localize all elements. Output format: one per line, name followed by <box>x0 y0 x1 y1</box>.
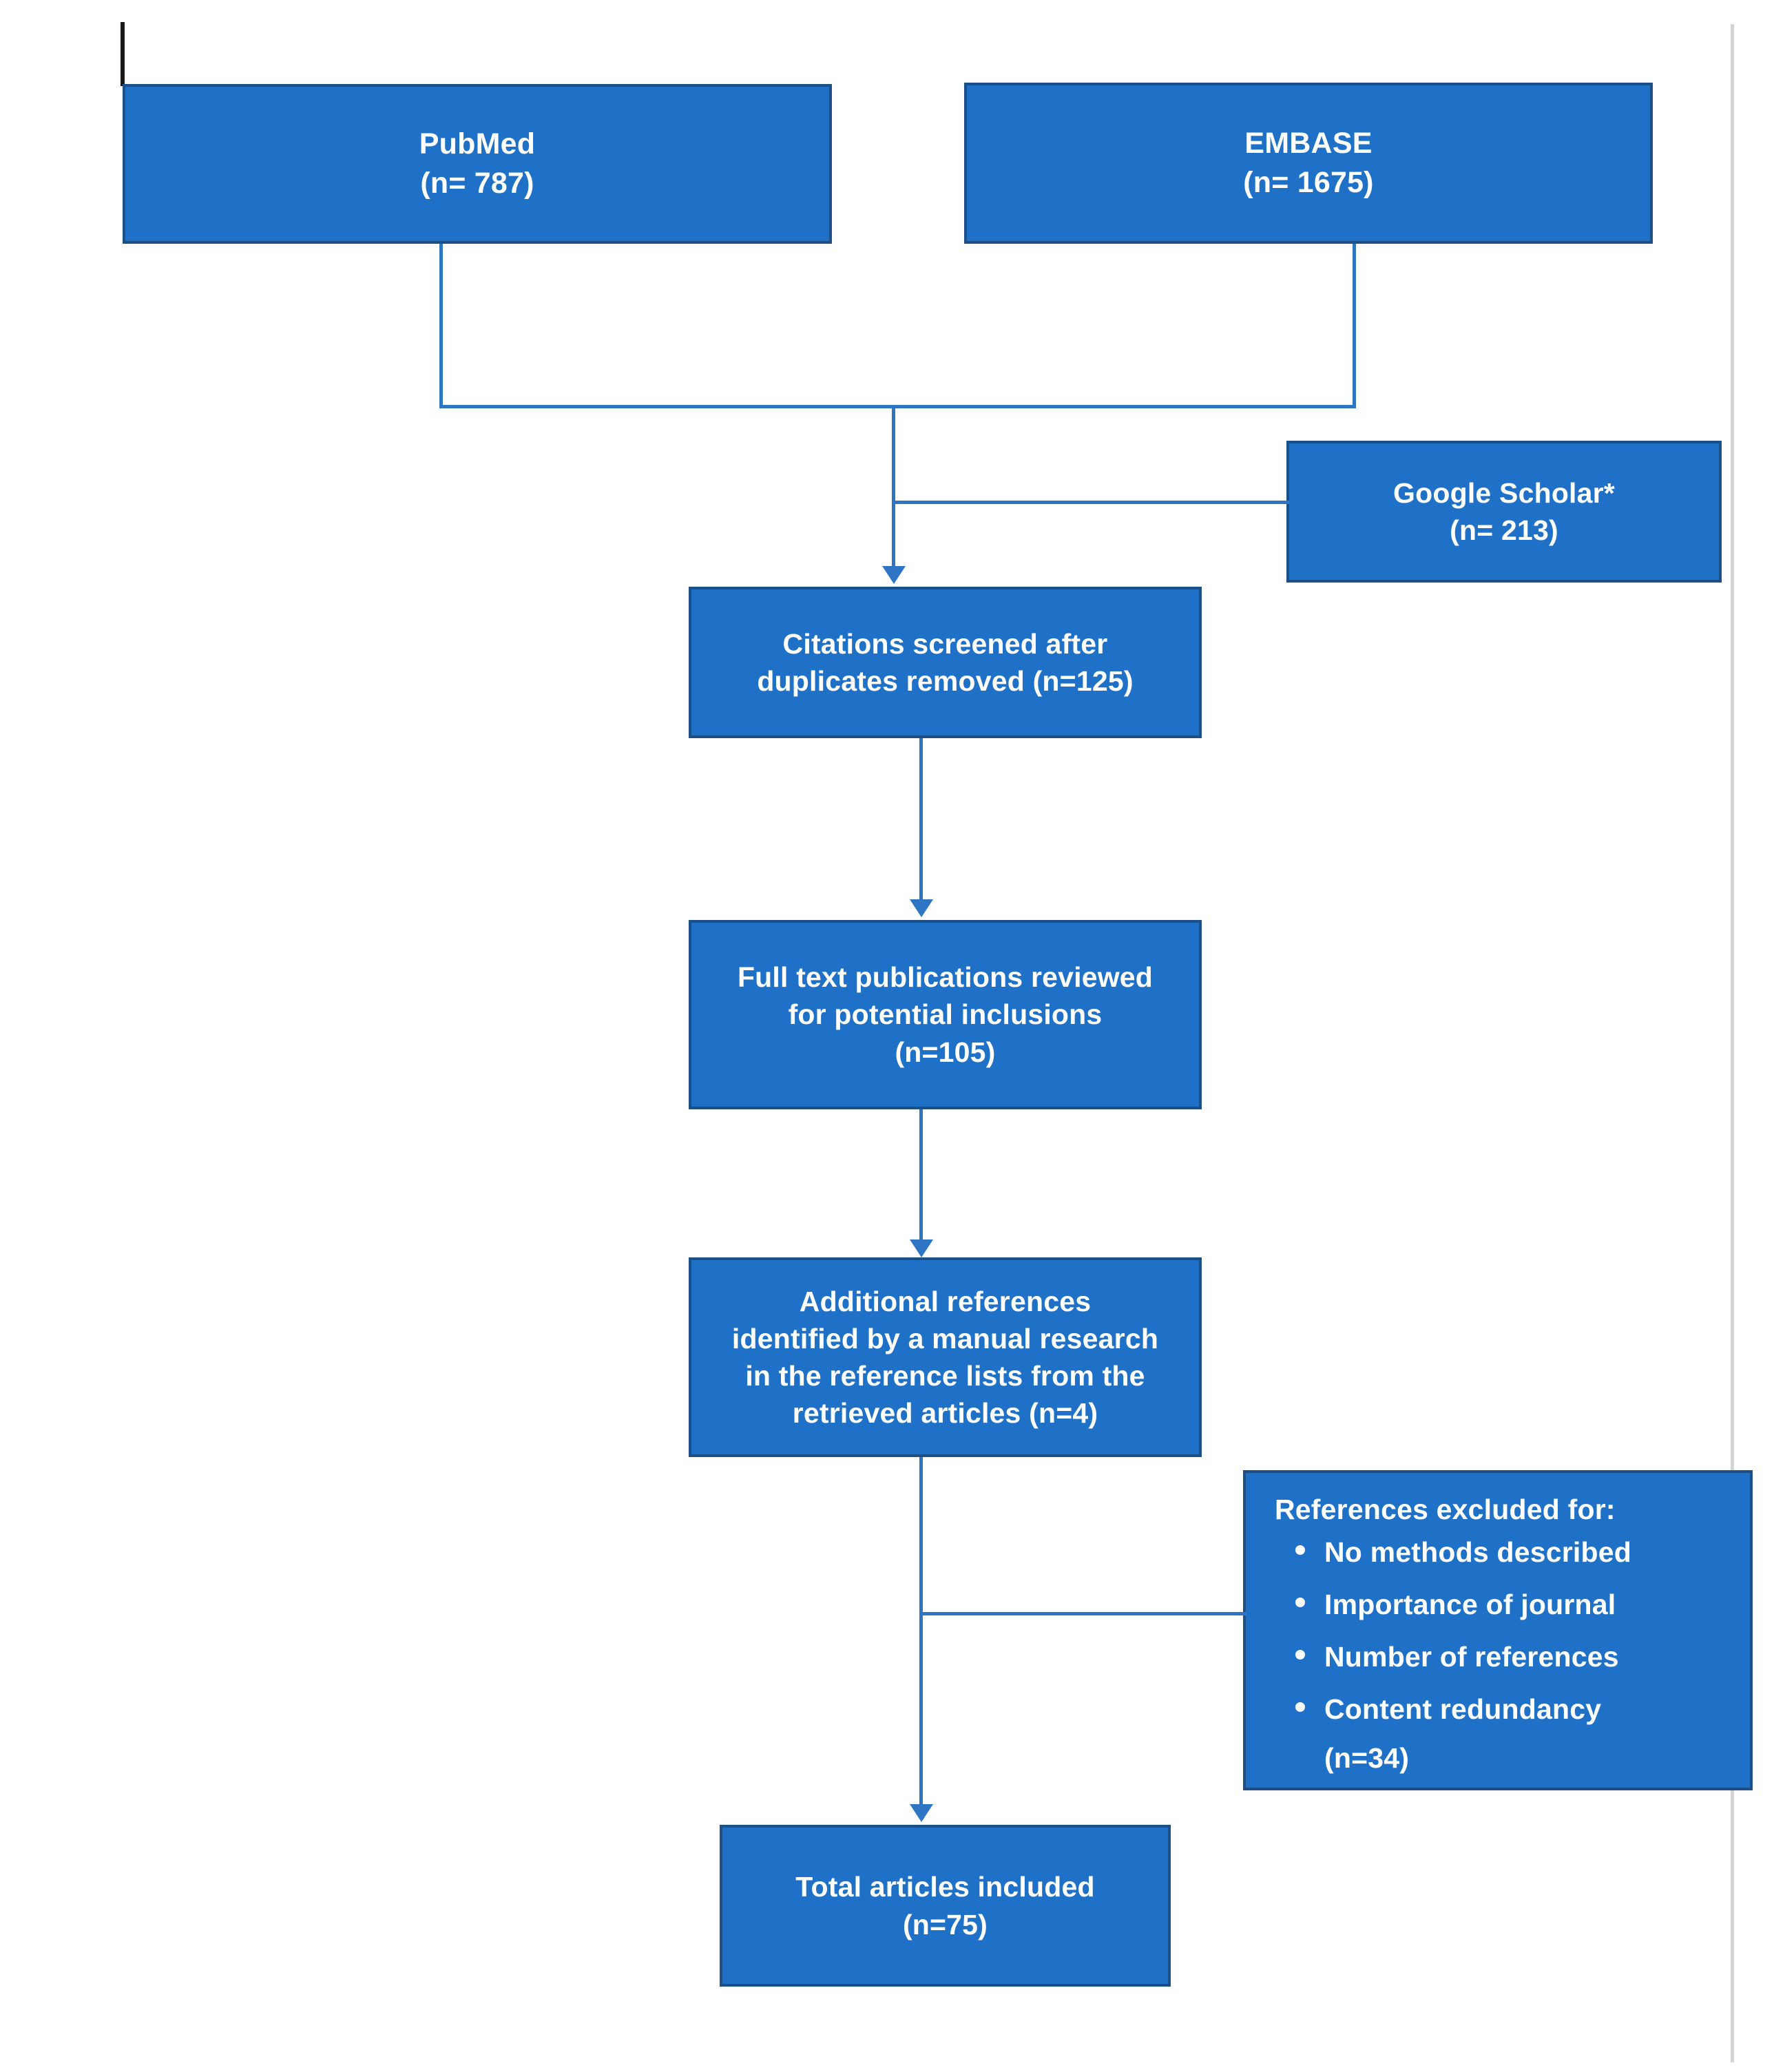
box-embase-line-1: EMBASE <box>1244 127 1373 160</box>
list-item: Number of references <box>1295 1638 1631 1675</box>
box-additional-references[interactable]: Additional references identified by a ma… <box>689 1257 1202 1457</box>
page-margin-rule <box>1731 24 1734 2062</box>
box-pubmed-line-1: PubMed <box>419 127 536 161</box>
box-google-scholar-line-2: (n= 213) <box>1450 514 1558 546</box>
arrow-to-additional <box>910 1239 933 1257</box>
connector-to-screened <box>892 405 895 577</box>
connector-fulltext-to-additional <box>919 1109 923 1250</box>
box-additional-references-line-4: retrieved articles (n=4) <box>792 1397 1098 1430</box>
box-embase[interactable]: EMBASE (n= 1675) <box>964 83 1653 244</box>
box-citations-screened[interactable]: Citations screened after duplicates remo… <box>689 587 1202 738</box>
box-pubmed-line-2: (n= 787) <box>420 167 534 200</box>
connector-excluded-join <box>919 1612 1246 1615</box>
box-additional-references-line-2: identified by a manual research <box>731 1322 1159 1354</box>
box-fulltext-reviewed-line-2: for potential inclusions <box>788 998 1103 1031</box>
references-excluded-count: (n=34) <box>1324 1741 1410 1774</box>
arrow-to-fulltext <box>910 899 933 917</box>
connector-screened-to-fulltext <box>919 738 923 910</box>
box-embase-line-2: (n= 1675) <box>1243 166 1374 199</box>
connector-pubmed-down <box>439 244 443 408</box>
connector-sources-join <box>439 405 1356 408</box>
page-tick-mark <box>121 22 125 86</box>
box-additional-references-line-3: in the reference lists from the <box>745 1360 1145 1392</box>
list-item: Content redundancy <box>1295 1691 1631 1728</box>
box-citations-screened-line-1: Citations screened after <box>782 627 1108 660</box>
box-references-excluded[interactable]: References excluded for: No methods desc… <box>1243 1470 1753 1790</box>
box-fulltext-reviewed-line-3: (n=105) <box>895 1036 996 1068</box>
references-excluded-list: No methods described Importance of journ… <box>1273 1534 1631 1743</box>
box-fulltext-reviewed[interactable]: Full text publications reviewed for pote… <box>689 920 1202 1109</box>
box-total-included-line-2: (n=75) <box>902 1908 988 1940</box>
connector-embase-down <box>1353 244 1356 408</box>
box-pubmed[interactable]: PubMed (n= 787) <box>123 84 832 244</box>
list-item: No methods described <box>1295 1534 1631 1571</box>
box-total-included[interactable]: Total articles included (n=75) <box>720 1825 1171 1987</box>
arrow-to-screened <box>882 566 906 584</box>
arrow-to-total <box>910 1804 933 1822</box>
references-excluded-header: References excluded for: <box>1275 1494 1616 1525</box>
connector-additional-to-total <box>919 1457 923 1812</box>
connector-google-scholar-join <box>892 501 1290 504</box>
box-total-included-line-1: Total articles included <box>795 1871 1095 1903</box>
box-google-scholar-line-1: Google Scholar* <box>1393 477 1615 509</box>
box-fulltext-reviewed-line-1: Full text publications reviewed <box>737 961 1154 994</box>
list-item: Importance of journal <box>1295 1586 1631 1623</box>
box-citations-screened-line-2: duplicates removed (n=125) <box>757 665 1134 697</box>
box-google-scholar[interactable]: Google Scholar* (n= 213) <box>1286 441 1722 583</box>
box-additional-references-line-1: Additional references <box>799 1285 1092 1317</box>
